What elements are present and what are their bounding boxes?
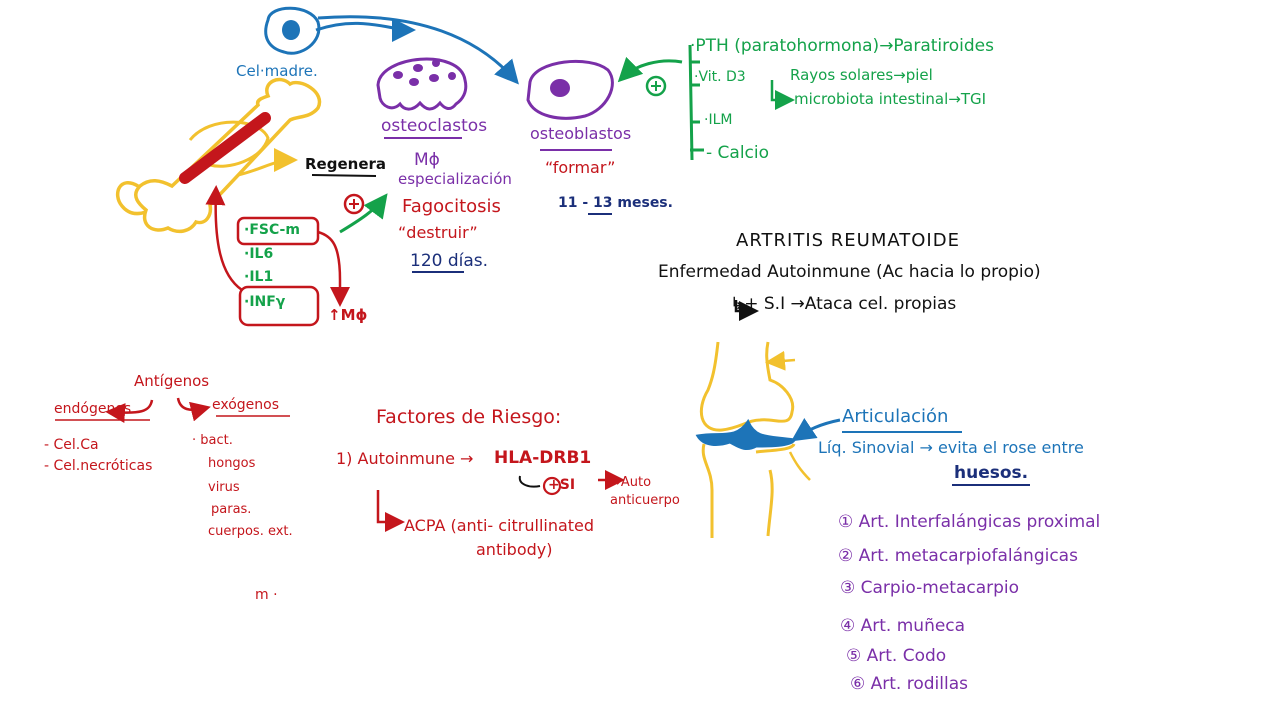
regulator-bracket — [688, 44, 704, 161]
cytokine-2: ·IL6 — [244, 246, 274, 262]
stem-cell-drawing — [264, 6, 519, 85]
cytokine-1: ·FSC-m — [244, 222, 300, 238]
exogenous-item-1: · bact. — [192, 433, 233, 448]
exogenous-label: exógenos — [212, 397, 280, 413]
joint-item-5: ⑤ Art. Codo — [846, 646, 947, 666]
m-note: m · — [255, 587, 278, 603]
osteoclast-drawing — [376, 57, 468, 111]
risk-antibody: →Auto anticuerpo — [610, 475, 680, 509]
ilm-regulator: ·ILM — [704, 112, 733, 128]
pth-regulator: ·PTH (paratohormona)→Paratiroides — [690, 36, 994, 56]
macrophage-symbol: Mϕ — [414, 150, 440, 170]
vitd-regulator: ·Vit. D3 — [694, 69, 746, 85]
acpa-line-1: ACPA (anti- citrullinated — [404, 516, 595, 535]
specialization-label: especialización — [398, 170, 512, 188]
osteoblast-drawing — [526, 56, 683, 120]
joint-item-2: ② Art. metacarpiofalángicas — [838, 546, 1078, 566]
joint-item-4: ④ Art. muñeca — [840, 616, 966, 636]
endogenous-item-1: - Cel.Ca — [44, 437, 99, 453]
ra-mechanism: ↳+ S.I →Ataca cel. propias — [730, 294, 957, 314]
phagocytosis-label: Fagocitosis — [402, 196, 501, 217]
joint-item-6: ⑥ Art. rodillas — [850, 674, 968, 694]
exogenous-item-4: paras. — [211, 502, 252, 517]
calcium-regulator: - Calcio — [706, 143, 770, 163]
joint-item-3: ③ Carpio-metacarpio — [840, 578, 1020, 598]
osteoblast-months: 11 - 13 meses. — [558, 195, 673, 211]
endogenous-label: endógenos — [54, 401, 132, 417]
ra-definition: Enfermedad Autoinmune (Ac hacia lo propi… — [658, 262, 1041, 282]
ra-title: ARTRITIS REUMATOIDE — [736, 230, 960, 251]
knee-joint-drawing — [695, 341, 841, 538]
osteoclasts-label: osteoclastos — [381, 116, 488, 136]
macrophage-increase: ↑Mϕ — [328, 306, 368, 324]
regenerate-label: Regenera — [305, 155, 387, 173]
cytokine-4: ·INFγ — [244, 294, 286, 310]
sun-rays: Rayos solares→piel — [790, 66, 933, 84]
destroy-label: “destruir” — [398, 223, 478, 242]
risk-title: Factores de Riesgo: — [376, 406, 562, 428]
exogenous-item-2: hongos — [208, 456, 256, 471]
bone-drawing — [116, 77, 322, 234]
cytokine-3: ·IL1 — [244, 269, 274, 285]
antigens-title: Antígenos — [134, 372, 210, 390]
cytokine-box — [236, 216, 320, 246]
endogenous-item-2: - Cel.necróticas — [44, 458, 153, 474]
bones-label: huesos. — [954, 463, 1029, 483]
risk-si: +SI — [548, 477, 576, 493]
synovial-fluid: Líq. Sinovial → evita el rose entre — [818, 438, 1084, 457]
risk-autoimmune: 1) Autoinmune → — [336, 449, 474, 468]
risk-gene: HLA-DRB1 — [494, 448, 592, 468]
exogenous-item-5: cuerpos. ext. — [208, 524, 293, 539]
stem-cell-label: Cel·madre. — [236, 62, 318, 80]
joint-item-1: ① Art. Interfalángicas proximal — [838, 512, 1101, 532]
osteoblasts-label: osteoblastos — [530, 124, 632, 143]
joint-label: Articulación — [842, 406, 949, 427]
osteoclast-days: 120 días. — [410, 251, 489, 271]
microbiota: microbiota intestinal→TGI — [794, 90, 987, 108]
exogenous-item-3: virus — [208, 480, 240, 495]
acpa-line-2: antibody) — [476, 540, 553, 559]
form-label: “formar” — [545, 158, 616, 177]
